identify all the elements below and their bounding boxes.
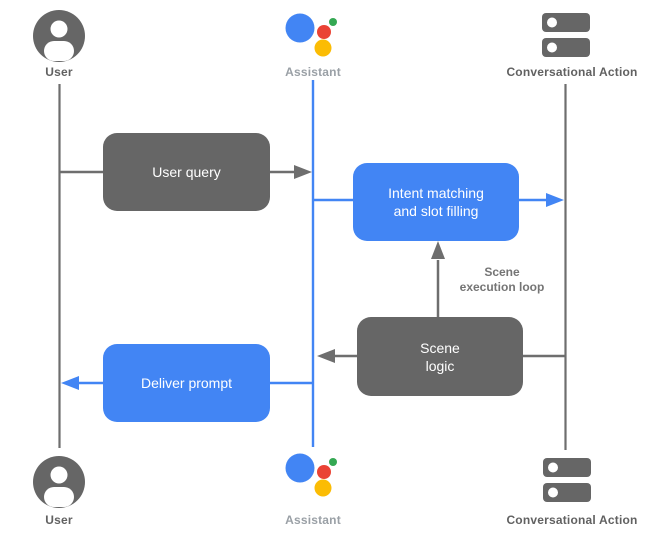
server-stack-icon	[542, 13, 590, 57]
google-assistant-icon	[285, 13, 337, 57]
scene-loop-line2: execution loop	[459, 280, 545, 294]
user-query-box: User query	[103, 133, 270, 211]
left-arrowhead-icon	[61, 376, 79, 390]
left-arrowhead-icon	[317, 349, 335, 363]
intent-matching-box: Intent matching and slot filling	[353, 163, 519, 241]
server-stack-icon	[543, 458, 591, 502]
user-avatar-icon	[33, 10, 85, 62]
scene-logic-box-line2: logic	[425, 357, 455, 374]
deliver-prompt-box-label: Deliver prompt	[140, 375, 233, 391]
right-arrowhead-icon	[294, 165, 312, 179]
up-arrowhead-icon	[431, 241, 445, 259]
actor-label-assistant-top: Assistant	[285, 65, 341, 79]
user-avatar-icon	[33, 456, 85, 508]
google-assistant-icon	[285, 453, 337, 497]
scene-loop-arrow	[431, 241, 445, 317]
actor-label-assistant-bottom: Assistant	[285, 513, 341, 527]
deliver-prompt-box: Deliver prompt	[103, 344, 270, 422]
scene-logic-box: Scene logic	[357, 317, 523, 396]
user-query-box-label: User query	[152, 164, 221, 180]
actor-label-user-top: User	[45, 65, 73, 79]
scene-loop-line1: Scene	[484, 265, 520, 279]
actor-label-user-bottom: User	[45, 513, 73, 527]
scene-logic-box-line1: Scene	[420, 339, 460, 356]
intent-matching-box-line1: Intent matching	[388, 185, 484, 201]
actor-label-conversational-action-bottom: Conversational Action	[506, 513, 638, 527]
intent-matching-box-line2: and slot filling	[393, 203, 479, 219]
actor-label-conversational-action-top: Conversational Action	[506, 65, 638, 79]
right-arrowhead-icon	[546, 193, 564, 207]
scene-execution-loop-annotation: Scene execution loop	[427, 265, 577, 295]
